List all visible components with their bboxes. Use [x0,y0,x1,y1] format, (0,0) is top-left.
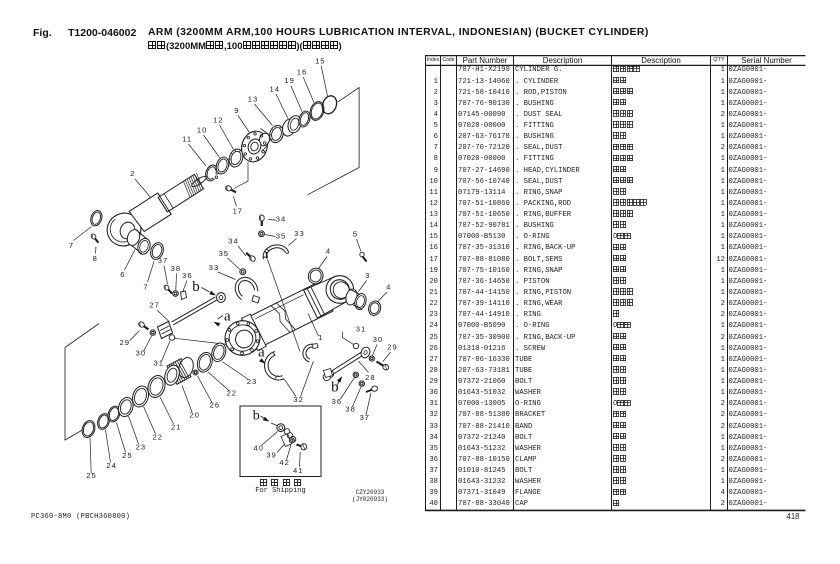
svg-text:42: 42 [279,458,289,467]
svg-text:29: 29 [120,338,130,347]
svg-text:17: 17 [233,207,243,216]
svg-text:3: 3 [365,271,370,280]
svg-text:16: 16 [297,68,307,77]
svg-text:33: 33 [294,229,304,238]
svg-text:7: 7 [69,241,74,250]
svg-text:31: 31 [356,325,366,334]
svg-text:38: 38 [345,405,355,414]
svg-text:31: 31 [153,359,163,368]
svg-text:14: 14 [269,85,279,94]
svg-text:37: 37 [158,256,168,265]
svg-text:26: 26 [210,401,220,410]
svg-text:40: 40 [253,444,263,453]
svg-text:4: 4 [386,283,391,292]
svg-text:22: 22 [227,389,237,398]
svg-text:1: 1 [318,333,323,342]
svg-text:35: 35 [276,232,286,241]
svg-text:11: 11 [182,135,192,144]
svg-text:39: 39 [266,451,276,460]
svg-text:24: 24 [106,461,116,470]
svg-text:37: 37 [360,413,370,422]
svg-text:b: b [253,409,260,424]
svg-text:36: 36 [182,271,192,280]
svg-text:29: 29 [387,343,397,352]
svg-text:b: b [192,279,200,295]
svg-text:23: 23 [136,443,146,452]
svg-text:12: 12 [213,116,223,125]
svg-text:21: 21 [171,423,181,432]
svg-text:19: 19 [284,76,294,85]
svg-text:8: 8 [93,254,98,263]
svg-text:15: 15 [315,57,325,66]
svg-text:30: 30 [136,349,146,358]
svg-text:35: 35 [219,249,229,258]
svg-text:5: 5 [353,230,358,239]
svg-text:27: 27 [149,301,159,310]
svg-text:23: 23 [247,377,257,386]
svg-text:a: a [258,345,265,361]
svg-text:6: 6 [120,270,125,279]
svg-text:13: 13 [248,95,258,104]
svg-text:34: 34 [276,215,286,224]
svg-text:34: 34 [228,237,238,246]
svg-text:36: 36 [332,397,342,406]
svg-text:4: 4 [326,247,331,256]
svg-text:9: 9 [234,106,239,115]
svg-text:2: 2 [130,169,135,178]
svg-text:10: 10 [197,126,207,135]
svg-text:33: 33 [209,263,219,272]
svg-text:25: 25 [122,451,132,460]
svg-text:41: 41 [293,466,303,475]
svg-text:20: 20 [189,411,199,420]
svg-text:30: 30 [373,335,383,344]
svg-text:a: a [224,309,231,325]
svg-text:b: b [331,380,339,396]
svg-text:22: 22 [152,433,162,442]
svg-text:38: 38 [171,264,181,273]
svg-text:7: 7 [143,283,148,292]
svg-text:25: 25 [86,471,96,480]
svg-text:28: 28 [365,373,375,382]
svg-text:32: 32 [293,395,303,404]
